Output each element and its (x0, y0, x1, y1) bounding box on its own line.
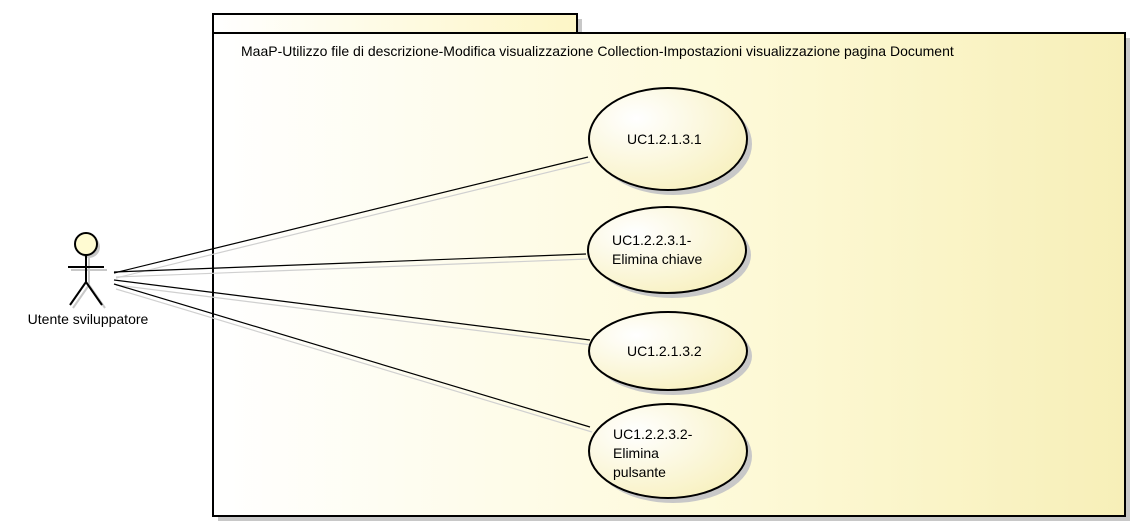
actor-utente-sviluppatore[interactable]: Utente sviluppatore (28, 232, 149, 327)
package-title: MaaP-Utilizzo file di descrizione-Modifi… (241, 43, 954, 59)
use-case-uc1-2-2-3-2[interactable]: UC1.2.2.3.2- Elimina pulsante (588, 403, 752, 503)
association-line (113, 279, 591, 341)
actor-figure-icon (68, 232, 107, 309)
use-case-label: UC1.2.1.3.1 (627, 131, 702, 147)
use-case-uc1-2-1-3-2[interactable]: UC1.2.1.3.2 (588, 311, 752, 395)
association-shadow (115, 161, 591, 279)
use-case-label-line-1: UC1.2.2.3.2- (613, 426, 693, 442)
use-case-ellipse (588, 87, 748, 191)
association-shadow (115, 258, 589, 278)
actor-name: Utente sviluppatore (28, 311, 149, 327)
use-case-ellipse (587, 206, 747, 294)
use-case-label-line-2: Elimina chiave (612, 251, 702, 267)
use-case-label-line-1: UC1.2.2.3.1- (612, 232, 692, 248)
use-case-ellipse (588, 403, 748, 499)
use-case-label-line-2: Elimina (613, 445, 659, 461)
association-shadow (115, 284, 593, 346)
association-line (113, 283, 591, 428)
use-case-ellipse (588, 311, 748, 391)
association-line (113, 156, 589, 274)
package-tab (212, 13, 578, 36)
association-shadow (115, 288, 593, 433)
associations (113, 156, 593, 433)
use-case-uc1-2-1-3-1[interactable]: UC1.2.1.3.1 (588, 87, 752, 195)
association-line (113, 253, 587, 273)
use-case-label-line-3: pulsante (613, 464, 666, 480)
use-case-uc1-2-2-3-1[interactable]: UC1.2.2.3.1- Elimina chiave (587, 206, 751, 298)
use-case-label: UC1.2.1.3.2 (627, 343, 702, 359)
